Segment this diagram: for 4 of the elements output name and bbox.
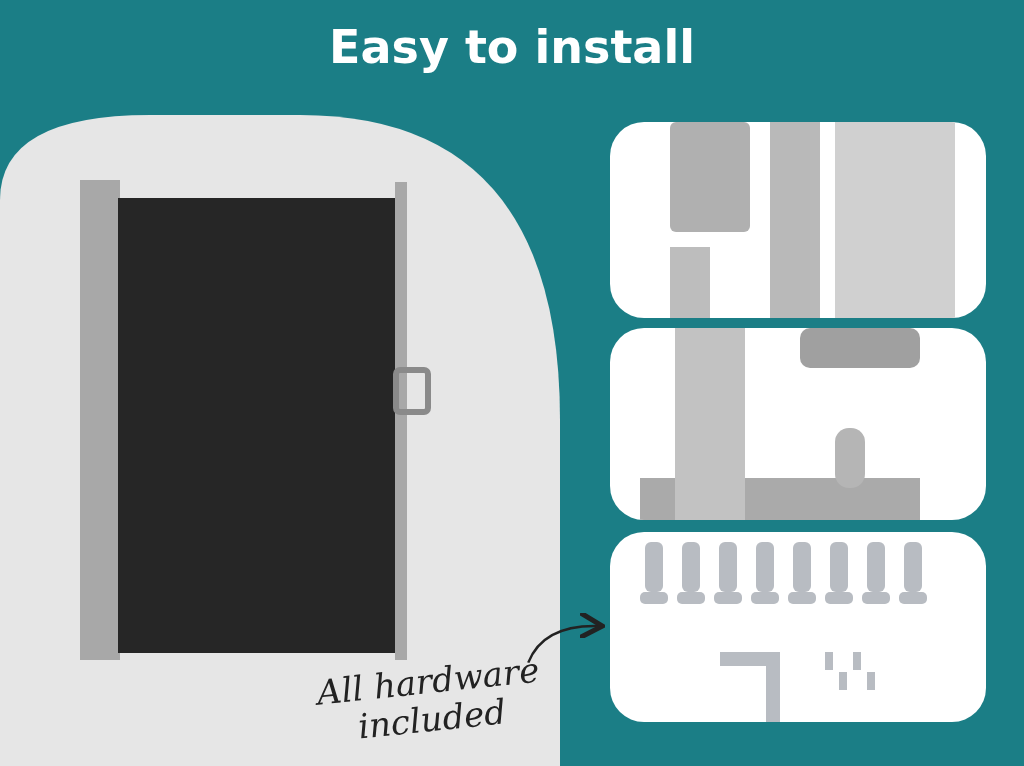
arrow — [527, 610, 605, 664]
handwritten-note: All hardware included — [296, 648, 564, 752]
hardware-photo — [610, 532, 986, 722]
title: Easy to install — [328, 20, 696, 74]
